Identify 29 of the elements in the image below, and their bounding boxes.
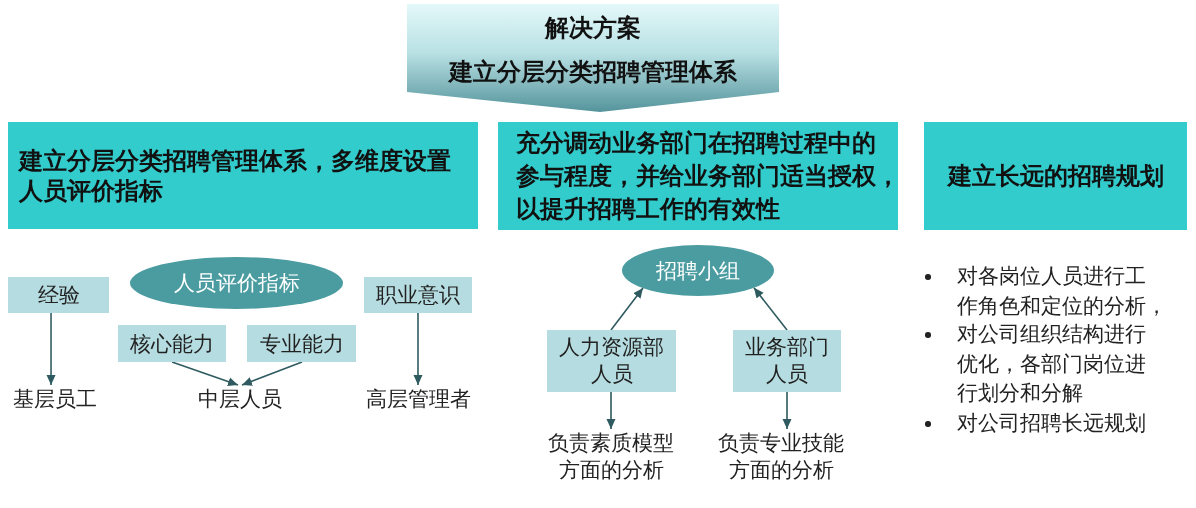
banner-subtitle: 建立分层分类招聘管理体系 bbox=[447, 57, 738, 87]
text-box: 职业意识 bbox=[364, 277, 472, 313]
text-box: 专业能力 bbox=[247, 325, 356, 362]
role-label: 中层人员 bbox=[195, 385, 285, 412]
role-label: 高层管理者 bbox=[363, 385, 473, 412]
task-label: 负责专业技能方面的分析 bbox=[711, 429, 851, 485]
arrow bbox=[46, 312, 56, 386]
header-box: 建立长远的招聘规划 bbox=[924, 122, 1187, 230]
arrow bbox=[782, 391, 792, 430]
text-box: 核心能力 bbox=[118, 325, 226, 362]
list-text: 对公司招聘长远规划 bbox=[957, 410, 1146, 437]
arrow bbox=[753, 286, 788, 331]
ellipse: 人员评价指标 bbox=[130, 257, 343, 309]
arrow bbox=[241, 361, 303, 386]
role-label: 基层员工 bbox=[10, 385, 100, 412]
arrow bbox=[606, 391, 616, 430]
arrow bbox=[171, 361, 239, 386]
header-box: 充分调动业务部门在招聘过程中的参与程度，并给业务部门适当授权，以提升招聘工作的有效性 bbox=[498, 122, 898, 230]
arrow bbox=[413, 312, 423, 386]
list-text: 对公司组织结构进行优化，各部门岗位进行划分和分解 bbox=[957, 321, 1146, 407]
list-text: 对各岗位人员进行工作角色和定位的分析， bbox=[957, 263, 1167, 320]
header-box: 建立分层分类招聘管理体系，多维度设置人员评价指标 bbox=[8, 122, 478, 229]
text-box: 业务部门人员 bbox=[733, 330, 841, 392]
ellipse: 招聘小组 bbox=[622, 245, 774, 296]
text-box: 经验 bbox=[8, 277, 109, 313]
banner-title: 解决方案 bbox=[543, 13, 642, 43]
arrow bbox=[610, 287, 644, 331]
text-box: 人力资源部人员 bbox=[547, 330, 676, 392]
task-label: 负责素质模型方面的分析 bbox=[541, 429, 681, 485]
